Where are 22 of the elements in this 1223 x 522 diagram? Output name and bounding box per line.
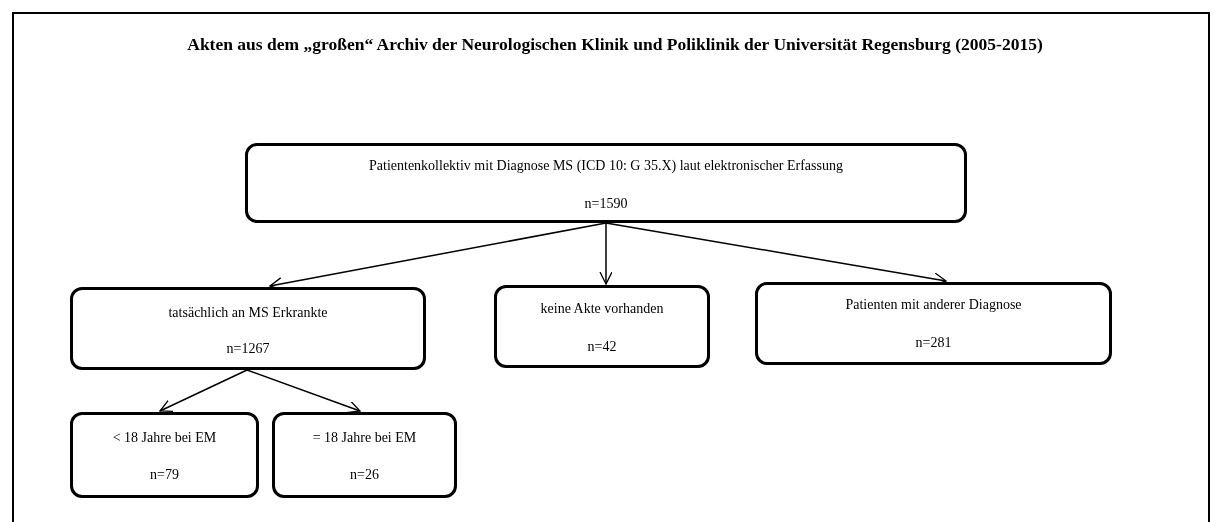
count-label: n=1590 [584,196,628,212]
count-label: n=1267 [226,341,270,357]
count-label: n=79 [150,467,179,483]
process-box [494,285,710,368]
count-label: n=42 [587,339,617,355]
count-label: n=281 [915,335,952,351]
process-box [272,412,457,498]
box-label: Patientenkollektiv mit Diagnose MS (ICD 10: G 35.X) laut elektronischer Erfassung [369,158,843,174]
process-box [70,412,259,498]
arrow [246,369,361,414]
arrow [599,222,613,285]
box-label: = 18 Jahre bei EM [312,430,417,446]
count-label: n=26 [350,467,379,483]
process-box [755,282,1112,365]
process-box [70,287,426,370]
box-label: keine Akte vorhanden [540,301,664,317]
process-box [245,143,967,223]
box-label: < 18 Jahre bei EM [112,430,217,446]
box-label: tatsächlich an MS Erkrankte [168,305,328,321]
diagram-title: Akten aus dem „großen“ Archiv der Neurologischen Klinik und Poliklinik der Universität Regensburg (2005-2015) [186,34,1044,55]
arrow [159,369,248,412]
box-label: Patienten mit anderer Diagnose [845,297,1022,313]
